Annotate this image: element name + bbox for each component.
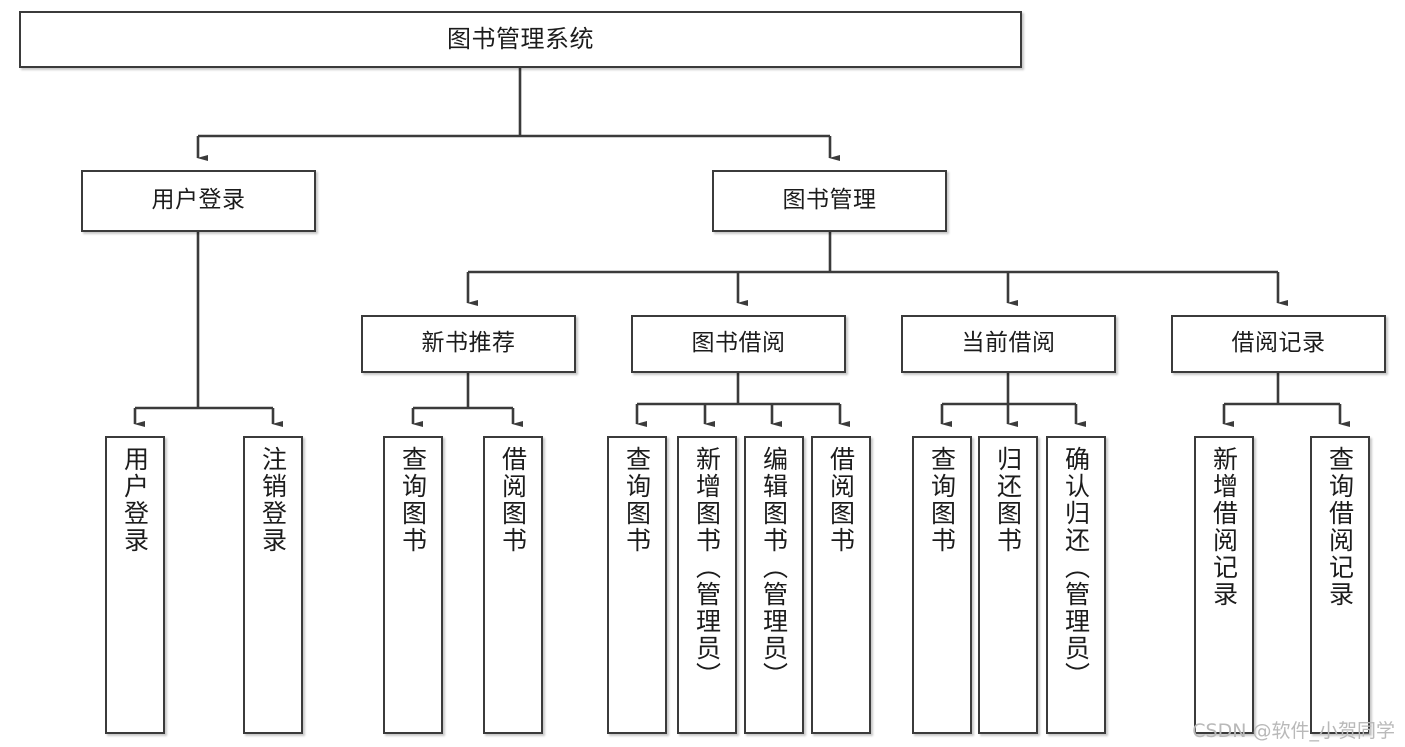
node-label: 编辑图书（管理员）: [759, 446, 789, 689]
node-label: 当前借阅: [961, 330, 1056, 357]
node-label: 图书管理系统: [447, 25, 594, 54]
leaf-current-return-book[interactable]: 归还图书: [978, 436, 1038, 734]
node-root-system[interactable]: 图书管理系统: [19, 11, 1022, 68]
node-label: 确认归还（管理员）: [1061, 446, 1091, 689]
leaf-user-login-logout[interactable]: 注销登录: [243, 436, 303, 734]
node-label: 用户登录: [120, 446, 150, 554]
node-label: 查询图书: [398, 446, 428, 554]
node-user-login[interactable]: 用户登录: [81, 170, 316, 232]
leaf-borrow-query-book[interactable]: 查询图书: [607, 436, 667, 734]
node-label: 用户登录: [151, 187, 246, 214]
node-label: 查询图书: [622, 446, 652, 554]
leaf-current-query-book[interactable]: 查询图书: [912, 436, 972, 734]
leaf-current-confirm-return-admin[interactable]: 确认归还（管理员）: [1046, 436, 1106, 734]
node-book-management[interactable]: 图书管理: [712, 170, 947, 232]
leaf-record-add-record[interactable]: 新增借阅记录: [1194, 436, 1254, 734]
node-label: 借阅图书: [826, 446, 856, 554]
node-label: 借阅记录: [1231, 330, 1326, 357]
leaf-recommend-query-book[interactable]: 查询图书: [383, 436, 443, 734]
node-label: 查询借阅记录: [1325, 446, 1355, 608]
leaf-borrow-add-book-admin[interactable]: 新增图书（管理员）: [677, 436, 737, 734]
leaf-borrow-borrow-book[interactable]: 借阅图书: [811, 436, 871, 734]
node-label: 归还图书: [993, 446, 1023, 554]
node-label: 图书借阅: [691, 330, 786, 357]
node-current-borrow[interactable]: 当前借阅: [901, 315, 1116, 373]
leaf-user-login-login[interactable]: 用户登录: [105, 436, 165, 734]
node-label: 注销登录: [258, 446, 288, 554]
node-label: 图书管理: [782, 187, 877, 214]
node-label: 新增图书（管理员）: [692, 446, 722, 689]
node-label: 新增借阅记录: [1209, 446, 1239, 608]
node-label: 借阅图书: [498, 446, 528, 554]
leaf-borrow-edit-book-admin[interactable]: 编辑图书（管理员）: [744, 436, 804, 734]
node-book-borrow[interactable]: 图书借阅: [631, 315, 846, 373]
node-borrow-record[interactable]: 借阅记录: [1171, 315, 1386, 373]
node-label: 查询图书: [927, 446, 957, 554]
node-label: 新书推荐: [421, 330, 516, 357]
leaf-recommend-borrow-book[interactable]: 借阅图书: [483, 436, 543, 734]
watermark: CSDN @软件_小贺同学: [1192, 720, 1395, 742]
leaf-record-query-record[interactable]: 查询借阅记录: [1310, 436, 1370, 734]
node-new-book-recommend[interactable]: 新书推荐: [361, 315, 576, 373]
